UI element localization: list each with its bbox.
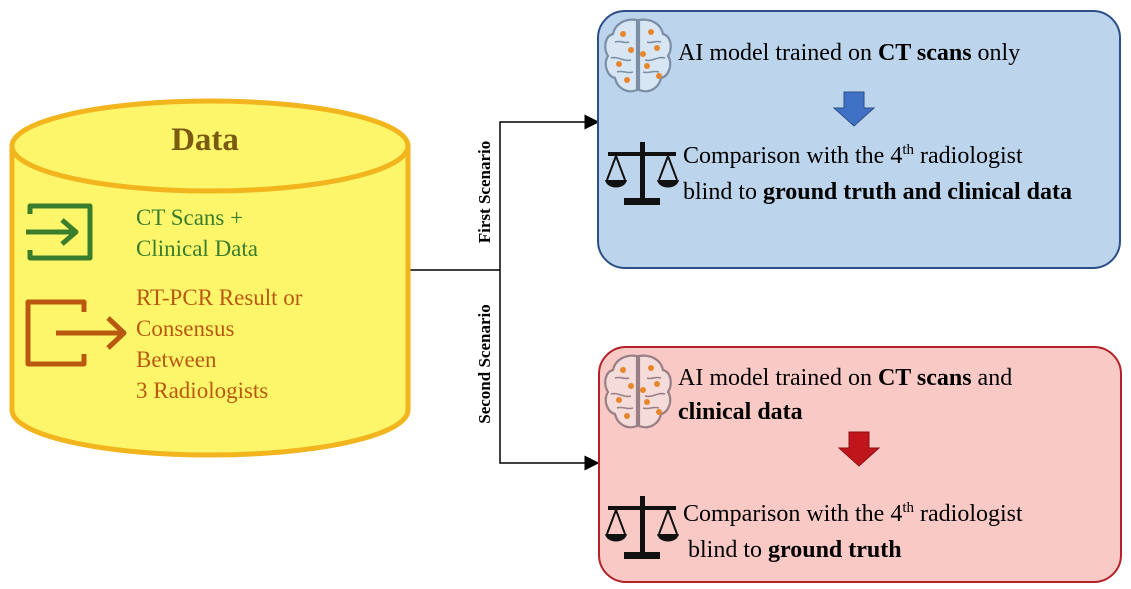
enter-icon [26,203,93,261]
scenario2-blind-prefix: blind to [688,537,769,563]
output-label: RT-PCR Result or Consensus Between 3 Rad… [136,282,302,406]
scenario2-model-bold: CT scans [877,365,972,391]
input-label: CT Scans + Clinical Data [136,202,258,264]
data-title: Data [171,122,239,158]
scenario1-compare-prefix: Comparison with the 4 [683,143,903,169]
scenario1-model-text: AI model trained on CT scans only [678,38,1020,68]
scenario1-model-bold: CT scans [877,40,972,66]
input-line-2: Clinical Data [136,236,258,261]
scenario1-model-suffix: only [971,40,1021,66]
first-scenario-arrow [499,114,600,270]
scales-icon [605,142,679,205]
scenario2-blind-bold: ground truth [768,537,902,563]
first-scenario-label: First Scenario [475,140,494,244]
scenario2-model-text: AI model trained on CT scans and [678,363,1012,393]
scenario2-compare-suffix: radiologist [914,501,1023,527]
input-line-1: CT Scans + [136,205,244,230]
scales-icon [605,496,679,559]
scenario2-model-line2-bold: clinical data [678,399,803,425]
scenario1-model-prefix: AI model trained on [678,40,878,66]
output-line-1: RT-PCR Result or [136,285,303,310]
scenario1-compare-suffix: radiologist [914,143,1023,169]
scenario1-compare-text: Comparison with the 4th radiologist [683,141,1023,171]
scenario1-compare-sup: th [902,142,914,158]
brain-icon [604,18,672,93]
scenario1-blind-prefix: blind to [683,179,764,205]
data-cylinder [9,98,411,458]
second-scenario-arrow [499,270,600,471]
scenario2-model-prefix: AI model trained on [678,365,878,391]
scenario2-compare-text: Comparison with the 4th radiologist [683,499,1023,529]
scenario2-compare-prefix: Comparison with the 4 [683,501,903,527]
scenario1-blind-bold: ground truth and clinical data [763,179,1072,205]
output-line-4: 3 Radiologists [136,378,269,403]
scenario2-model-suffix: and [971,365,1013,391]
scenario1-blind-text: blind to ground truth and clinical data [683,177,1072,207]
scenario1-box [597,10,1121,269]
scenario2-model-line2: clinical data [678,397,803,427]
down-arrow-red-icon [837,431,881,467]
output-line-2: Consensus [136,316,235,341]
down-arrow-blue-icon [832,91,876,127]
scenario2-blind-text: blind to ground truth [688,535,902,565]
output-line-3: Between [136,347,217,372]
second-scenario-label: Second Scenario [475,304,494,424]
exit-icon [25,299,127,367]
brain-icon [604,354,672,429]
scenario2-compare-sup: th [902,500,914,516]
